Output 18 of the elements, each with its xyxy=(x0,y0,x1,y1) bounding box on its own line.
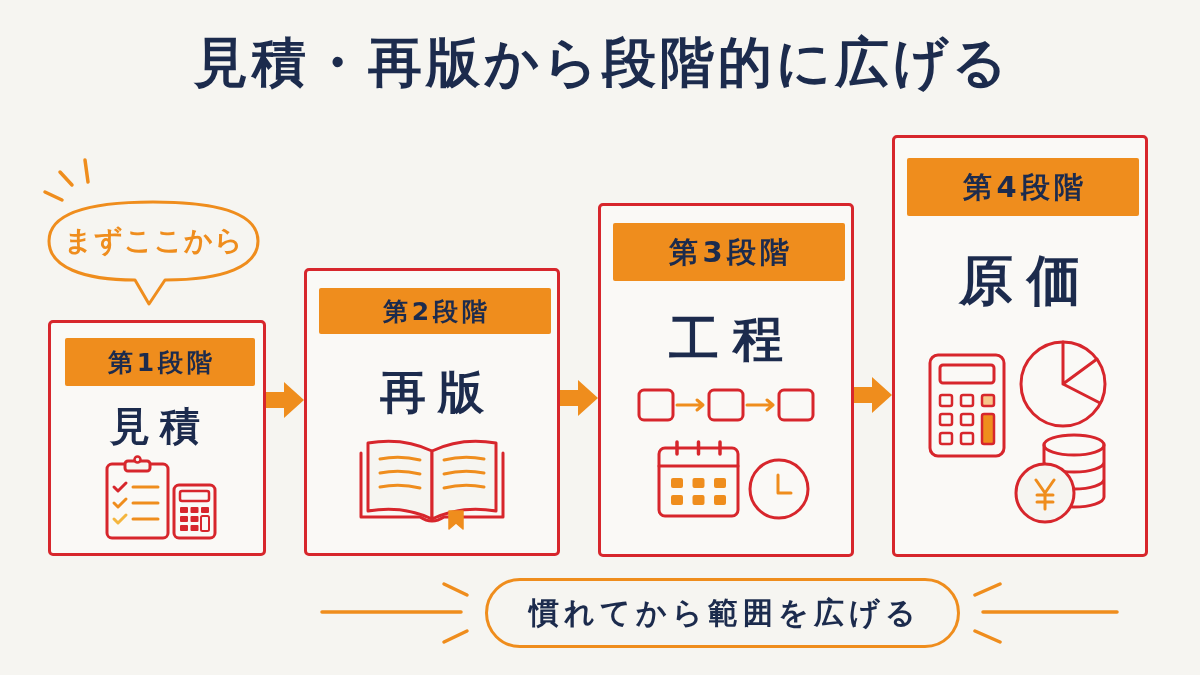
stage-banner: 第4段階 xyxy=(907,158,1139,216)
arrow xyxy=(560,380,598,416)
pill-banner: 慣れてから範囲を広げる xyxy=(485,578,960,648)
stage-title: 工程 xyxy=(668,314,797,364)
title: 見積・再版から段階的に広げる xyxy=(192,36,1011,90)
arrow xyxy=(854,377,892,413)
arrow xyxy=(266,382,304,418)
stage-title: 見積 xyxy=(109,406,210,446)
stage-banner: 第1段階 xyxy=(65,338,255,386)
stage-box xyxy=(48,320,266,556)
speech-bubble: まずここから xyxy=(47,200,260,306)
stage-box xyxy=(304,268,560,556)
stage-box xyxy=(892,135,1148,557)
stage-box xyxy=(598,203,854,557)
stage-title: 再版 xyxy=(379,369,496,415)
stage-banner: 第3段階 xyxy=(613,223,845,281)
stage-banner: 第2段階 xyxy=(319,288,551,334)
stage-title: 原価 xyxy=(957,254,1095,308)
